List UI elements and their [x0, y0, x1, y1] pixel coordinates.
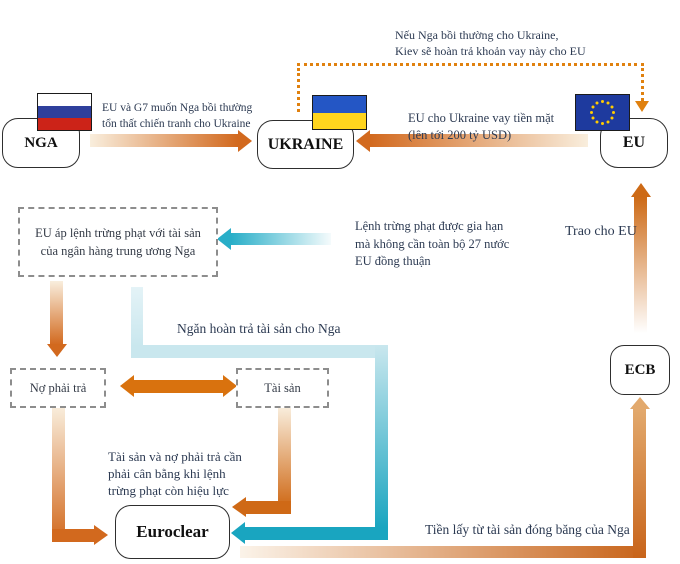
arrow-assets-to-euroclear-head [232, 497, 246, 517]
box-assets: Tài sản [236, 368, 329, 408]
note-extension-line3: EU đồng thuận [355, 254, 431, 268]
ukraine-flag-icon [312, 95, 367, 130]
note-repay: Nếu Nga bồi thường cho Ukraine, Kiev sẽ … [395, 27, 586, 59]
note-loan-line1: EU cho Ukraine vay tiền mặt [408, 111, 555, 125]
arrow-sanctions-to-liabilities-head [46, 344, 67, 357]
arrow-sanctions-to-liabilities-shaft [50, 281, 63, 345]
arrow-ecb-to-eu-head [630, 183, 651, 197]
node-ecb: ECB [610, 345, 670, 395]
arrow-liabilities-to-euroclear-head [94, 525, 108, 545]
double-arrow-shaft [134, 380, 223, 393]
note-balance-line1: Tài sản và nợ phải trả cần [108, 449, 242, 464]
euroclear-ecb-vertical [633, 409, 646, 558]
note-loan: EU cho Ukraine vay tiền mặt (lên tới 200… [408, 110, 554, 144]
node-euroclear: Euroclear [115, 505, 230, 559]
node-eu-label: EU [622, 134, 646, 151]
eu-flag-icon [575, 94, 630, 131]
assets-elbow-vertical [278, 407, 291, 507]
note-compensation: EU và G7 muốn Nga bồi thường tổn thất ch… [102, 101, 252, 132]
note-extension-line1: Lệnh trừng phạt được gia hạn [355, 219, 504, 233]
note-compensation-line2: tổn thất chiến tranh cho Ukraine [102, 117, 251, 130]
note-loan-line2: (lên tới 200 tỷ USD) [408, 127, 512, 142]
note-balance: Tài sản và nợ phải trả cần phải cân bằng… [108, 448, 242, 499]
dotted-segment-left-vertical [297, 68, 300, 112]
liabilities-elbow-horizontal [52, 529, 94, 542]
note-frozen-money: Tiền lấy từ tài sản đóng băng của Nga [425, 522, 630, 537]
note-repay-line2: Kiev sẽ hoàn trả khoản vay này cho EU [395, 44, 586, 59]
box-liabilities: Nợ phải trả [10, 368, 106, 408]
block-return-vertical-1 [131, 287, 143, 347]
russia-flag-icon [37, 93, 92, 131]
dotted-segment-horizontal [297, 63, 644, 66]
double-arrow-head-right [223, 375, 237, 397]
node-nga-label: NGA [24, 134, 58, 151]
note-balance-line2: phải cân bằng khi lệnh [108, 466, 226, 482]
node-euroclear-label: Euroclear [136, 522, 209, 541]
arrow-nga-to-ukraine-shaft [90, 134, 238, 147]
block-return-horizontal-1 [131, 345, 388, 358]
note-block-return: Ngăn hoàn trả tài sản cho Nga [177, 321, 341, 336]
euroclear-ecb-horizontal [240, 546, 646, 558]
node-ukraine-label: UKRAINE [267, 135, 344, 153]
node-ecb-label: ECB [624, 361, 656, 378]
box-sanctions-line1: EU áp lệnh trừng phạt với tài sản [35, 225, 201, 240]
arrow-euroclear-to-ecb-head [629, 397, 650, 409]
note-balance-line3: trừng phạt còn hiệu lực [108, 483, 229, 499]
liabilities-elbow-vertical [52, 406, 65, 542]
box-assets-label: Tài sản [264, 380, 301, 395]
arrow-eu-to-ukraine-head [356, 129, 370, 152]
note-compensation-line1: EU và G7 muốn Nga bồi thường [102, 102, 253, 114]
block-return-head [231, 522, 245, 544]
ukraine-flag-yellow-stripe [313, 112, 366, 129]
arrow-eu-to-ukraine-shaft [370, 134, 588, 147]
block-return-horizontal-2 [245, 527, 388, 540]
note-extension-line2: mà không cần toàn bộ 27 nước [355, 236, 510, 251]
block-return-vertical-2 [375, 345, 388, 528]
note-hand-to-eu: Trao cho EU [565, 224, 637, 239]
arrow-extension-head [217, 228, 231, 250]
double-arrow-head-left [120, 375, 134, 397]
eu-stars-icon [590, 100, 615, 125]
arrow-ukraine-to-eu-head [635, 101, 649, 112]
box-sanctions: EU áp lệnh trừng phạt với tài sản của ng… [18, 207, 218, 277]
arrow-extension-shaft [231, 233, 331, 245]
ukraine-flag-blue-stripe [313, 96, 366, 113]
assets-elbow-horizontal [246, 501, 291, 514]
arrow-ecb-to-eu-shaft [634, 197, 647, 333]
russia-flag-blue-stripe [38, 106, 91, 118]
arrow-nga-to-ukraine-head [238, 129, 252, 152]
box-sanctions-line2: của ngân hàng trung ương Nga [40, 244, 196, 258]
node-ukraine: UKRAINE [257, 120, 354, 169]
box-liabilities-label: Nợ phải trả [29, 380, 87, 395]
russia-flag-white-stripe [38, 94, 91, 107]
note-repay-line1: Nếu Nga bồi thường cho Ukraine, [395, 28, 559, 42]
russia-flag-red-stripe [38, 118, 91, 130]
dotted-segment-right-vertical [641, 63, 644, 101]
note-extension: Lệnh trừng phạt được gia hạn mà không cầ… [355, 218, 509, 271]
